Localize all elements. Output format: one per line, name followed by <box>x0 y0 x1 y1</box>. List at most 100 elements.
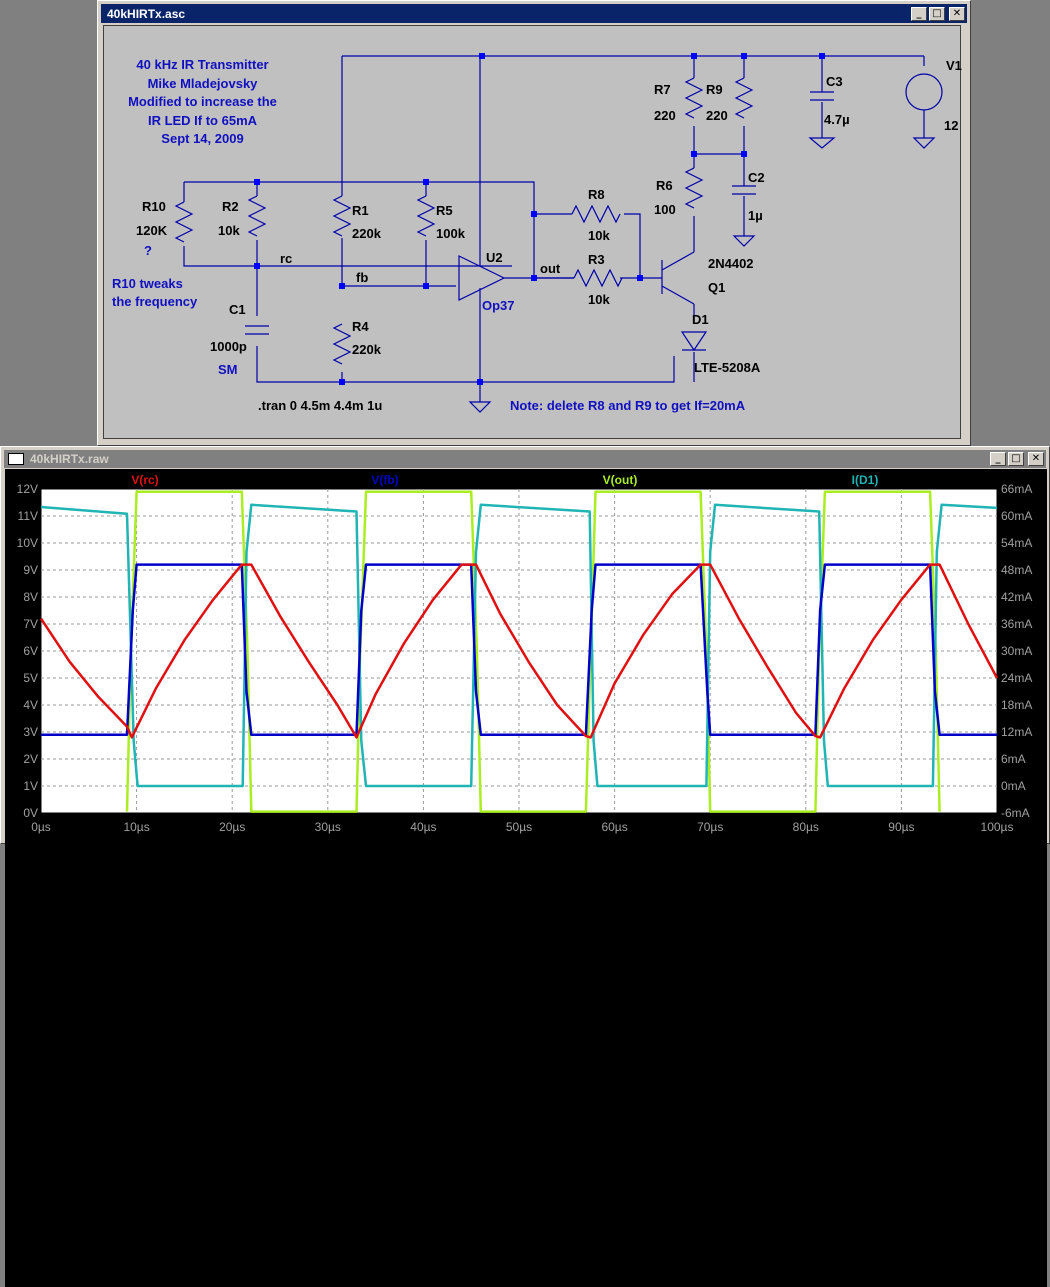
schematic-canvas[interactable]: 40 kHz IR Transmitter Mike Mladejovsky M… <box>103 25 962 439</box>
r6-value: 100 <box>654 202 676 217</box>
x-tick-label: 70µs <box>697 820 723 834</box>
r8-name: R8 <box>588 187 605 202</box>
waveform-titlebar[interactable]: 40kHIRTx.raw _ □ ✕ <box>4 450 1046 468</box>
right-tick-label: 60mA <box>1001 509 1032 523</box>
right-tick-label: 24mA <box>1001 671 1032 685</box>
r10-note: R10 tweaks the frequency <box>112 275 197 311</box>
capacitor-c2 <box>732 185 756 195</box>
right-tick-label: 6mA <box>1001 752 1026 766</box>
net-label-out: out <box>540 261 561 276</box>
question-mark: ? <box>144 243 152 258</box>
r1-name: R1 <box>352 203 369 218</box>
legend-label: V(rc) <box>131 473 158 487</box>
left-tick-label: 0V <box>23 806 38 820</box>
resistor-r3 <box>573 268 623 288</box>
left-tick-label: 5V <box>23 671 38 685</box>
u2-name: U2 <box>486 250 503 265</box>
legend-label: V(out) <box>603 473 638 487</box>
right-tick-label: -6mA <box>1001 806 1030 820</box>
resistor-r1 <box>332 195 352 237</box>
r7-value: 220 <box>654 108 676 123</box>
x-tick-label: 80µs <box>793 820 819 834</box>
ground-symbol <box>912 137 936 149</box>
led-symbol <box>680 331 708 352</box>
note-line: 40 kHz IR Transmitter <box>136 57 269 72</box>
r10-name: R10 <box>142 199 166 214</box>
junction-dot <box>691 151 697 157</box>
close-button[interactable]: ✕ <box>949 6 965 21</box>
left-tick-label: 8V <box>23 590 38 604</box>
r6-name: R6 <box>656 178 673 193</box>
minimize-button[interactable]: _ <box>911 6 927 21</box>
right-tick-label: 66mA <box>1001 482 1032 496</box>
wire <box>534 213 641 278</box>
c3-value: 4.7µ <box>824 112 850 127</box>
schematic-title: 40kHIRTx.asc <box>107 6 186 21</box>
junction-dot <box>531 211 537 217</box>
maximize-button[interactable]: □ <box>1008 452 1024 466</box>
x-tick-label: 20µs <box>219 820 245 834</box>
close-button[interactable]: ✕ <box>1028 452 1044 466</box>
schematic-titlebar[interactable]: 40kHIRTx.asc _ □ ✕ <box>101 4 967 23</box>
left-tick-label: 11V <box>18 509 38 523</box>
right-tick-label: 12mA <box>1001 725 1032 739</box>
junction-dot <box>479 53 485 59</box>
x-tick-label: 100µs <box>981 820 1014 834</box>
v1-value: 12 <box>944 118 959 133</box>
junction-dot <box>819 53 825 59</box>
x-tick-label: 60µs <box>601 820 627 834</box>
series-line-v-rc <box>39 563 999 739</box>
r4-name: R4 <box>352 319 369 334</box>
q1-name: Q1 <box>708 280 726 295</box>
op-amp-symbol <box>458 255 506 301</box>
ground-symbol <box>808 137 836 149</box>
right-tick-label: 18mA <box>1001 698 1032 712</box>
c3-name: C3 <box>826 74 843 89</box>
minimize-button[interactable]: _ <box>990 452 1006 466</box>
ground-symbol <box>468 382 492 413</box>
schematic-window: 40kHIRTx.asc _ □ ✕ <box>97 0 971 446</box>
x-tick-label: 10µs <box>123 820 149 834</box>
resistor-r7 <box>684 77 704 119</box>
junction-dot <box>531 275 537 281</box>
right-tick-label: 30mA <box>1001 644 1032 658</box>
c1-value: 1000p <box>210 339 247 354</box>
note-line: R10 tweaks <box>112 276 183 291</box>
right-tick-label: 36mA <box>1001 617 1032 631</box>
x-tick-label: 0µs <box>31 820 51 834</box>
r10-value: 120K <box>136 223 168 238</box>
junction-dot <box>339 283 345 289</box>
capacitor-c3 <box>810 91 834 101</box>
schematic-drawing <box>174 53 943 413</box>
resistor-r5 <box>416 195 436 237</box>
resistor-r10 <box>174 201 194 243</box>
wire <box>183 181 535 267</box>
r8-value: 10k <box>588 228 610 243</box>
left-tick-label: 7V <box>23 617 38 631</box>
d1-value: LTE-5208A <box>694 360 761 375</box>
x-tick-label: 50µs <box>506 820 532 834</box>
x-tick-label: 90µs <box>888 820 914 834</box>
series-line-v-fb <box>41 563 997 736</box>
component-labels: R10 120K R2 10k R1 220k R5 100k R4 220k … <box>104 26 962 438</box>
r9-name: R9 <box>706 82 723 97</box>
note-line: the frequency <box>112 294 198 309</box>
u2-value: Op37 <box>482 298 515 313</box>
c2-value: 1µ <box>748 208 763 223</box>
net-label-fb: fb <box>356 270 369 285</box>
note-line: Mike Mladejovsky <box>147 75 258 91</box>
right-tick-label: 54mA <box>1001 536 1032 550</box>
r2-value: 10k <box>218 223 240 238</box>
maximize-button[interactable]: □ <box>929 6 945 21</box>
x-tick-label: 40µs <box>410 820 436 834</box>
wire <box>693 56 745 236</box>
left-tick-label: 9V <box>23 563 38 577</box>
q1-value: 2N4402 <box>708 256 754 271</box>
left-tick-label: 1V <box>23 779 38 793</box>
d1-name: D1 <box>692 312 709 327</box>
left-tick-label: 12V <box>17 482 38 496</box>
junction-dot <box>741 151 747 157</box>
note-line: Sept 14, 2009 <box>161 131 244 146</box>
